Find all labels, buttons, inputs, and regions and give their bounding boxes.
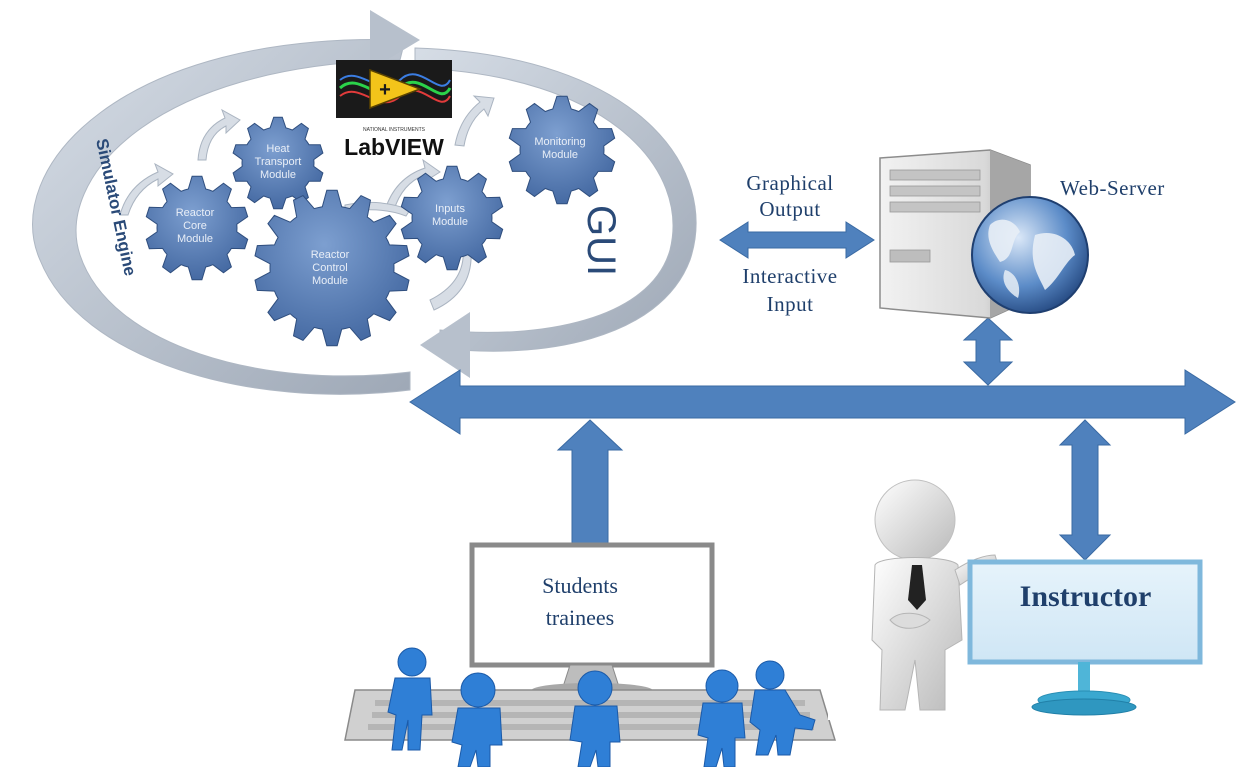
students-up-arrow: [556, 419, 624, 546]
web-server-label: Web-Server: [1060, 176, 1165, 200]
reactor-core-module-label: Reactor Core Module: [176, 207, 215, 245]
svg-text:+: +: [379, 79, 391, 101]
reactor-control-module-label: Reactor Control Module: [311, 249, 350, 287]
network-bus-arrow: [409, 369, 1236, 435]
svg-text:Module: Module: [432, 216, 468, 228]
graphical-output-label: Graphical Output: [746, 171, 834, 221]
labview-wordmark: LabVIEW: [344, 134, 444, 160]
instructor-label: Instructor: [1019, 580, 1152, 613]
instructor-figure: [828, 479, 1028, 720]
svg-text:Reactor: Reactor: [311, 249, 350, 261]
inputs-module-label: Inputs Module: [432, 203, 468, 228]
labview-logo: + NATIONAL INSTRUMENTS LabVIEW: [336, 60, 452, 160]
gear-reactor-core: [145, 175, 249, 281]
svg-text:Module: Module: [177, 233, 213, 245]
gear-reactor-control: [254, 189, 410, 347]
gear-inputs: [400, 165, 504, 271]
svg-text:Core: Core: [183, 220, 207, 232]
svg-text:Heat: Heat: [266, 143, 289, 155]
monitoring-module-label: Monitoring Module: [534, 136, 585, 161]
gear-monitoring: [508, 95, 616, 205]
web-server-icon: [879, 149, 1089, 319]
svg-text:NATIONAL INSTRUMENTS: NATIONAL INSTRUMENTS: [363, 127, 426, 133]
svg-text:Module: Module: [260, 169, 296, 181]
svg-text:Monitoring: Monitoring: [534, 136, 585, 148]
simulator-cycle-ring: [32, 10, 697, 395]
simulator-engine-label: Simulator Engine: [92, 137, 140, 278]
interactive-input-label: Interactive Input: [742, 264, 838, 316]
instructor-bus-arrow: [1058, 419, 1112, 561]
svg-text:Transport: Transport: [255, 156, 302, 168]
gui-server-double-arrow: [719, 221, 875, 259]
gears: [145, 95, 616, 347]
svg-text:Inputs: Inputs: [435, 203, 465, 215]
student-figures: [387, 647, 816, 767]
server-bus-arrow: [962, 317, 1014, 386]
instructor-board: [967, 559, 1203, 716]
gui-label: GUI: [579, 205, 623, 276]
heat-transport-module-label: Heat Transport Module: [255, 143, 302, 181]
svg-text:Module: Module: [542, 149, 578, 161]
svg-text:Reactor: Reactor: [176, 207, 215, 219]
svg-text:Control: Control: [312, 262, 347, 274]
students-trainees-label: Students trainees: [542, 573, 618, 630]
svg-text:Module: Module: [312, 275, 348, 287]
